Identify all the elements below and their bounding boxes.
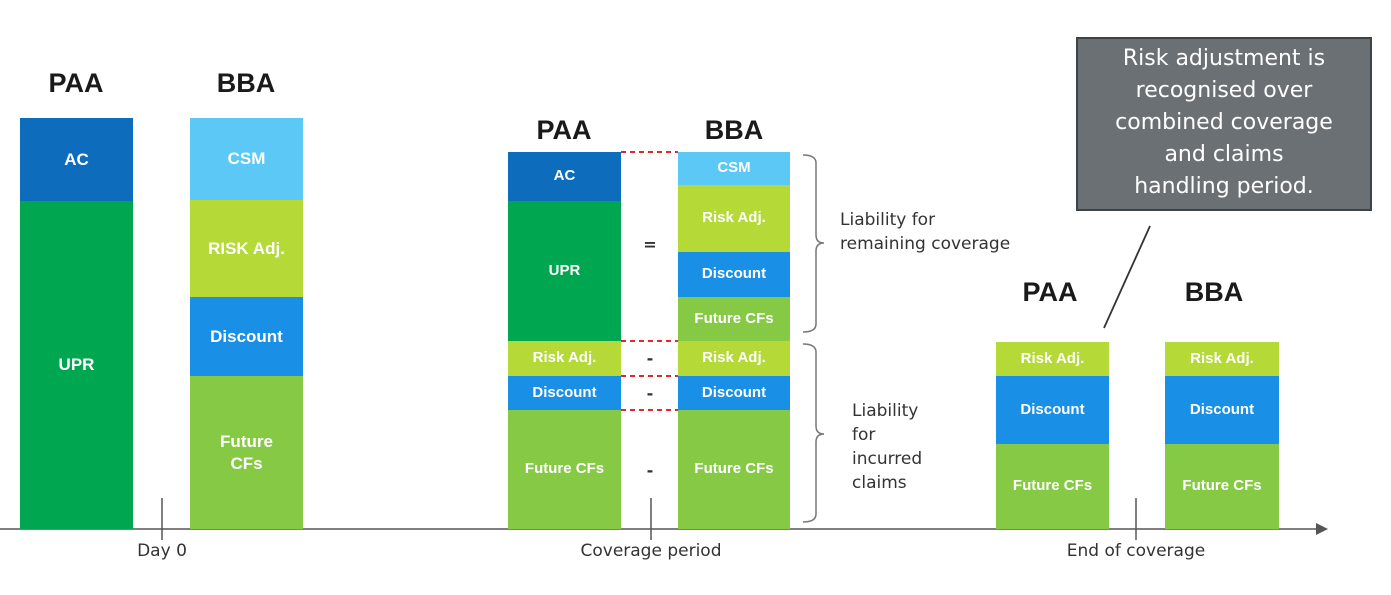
equal-sign: = (643, 235, 657, 254)
callout-line2: recognised over (1135, 78, 1313, 103)
timeline-label-day0: Day 0 (137, 541, 187, 561)
block-discount: Discount (190, 297, 303, 376)
bracket-incurred-claims (802, 343, 825, 523)
label-incurred-claims: Liability for incurred claims (852, 399, 922, 495)
label-incurred-claims-line3: incurred (852, 449, 923, 469)
header-bba-end: BBA (1184, 277, 1244, 307)
block-discount: Discount (1165, 376, 1279, 444)
risk-adjustment-callout: Risk adjustment is recognised over combi… (1076, 37, 1372, 211)
block-risk-adj: Risk Adj. (678, 185, 790, 252)
callout-line4: and claims (1164, 142, 1284, 167)
bracket-remaining-coverage (802, 154, 825, 333)
block-future-cfs-line1: Future (220, 432, 273, 452)
block-future-cfs: Future CFs (1165, 444, 1279, 529)
timeline-label-coverage: Coverage period (580, 541, 722, 561)
timeline-label-end: End of coverage (1066, 541, 1206, 561)
callout-line3: combined coverage (1115, 110, 1333, 135)
block-csm: CSM (678, 152, 790, 185)
minus-sign: - (646, 461, 654, 480)
block-discount: Discount (678, 252, 790, 297)
label-incurred-claims-line2: for (852, 425, 876, 445)
block-future-cfs: Future CFs (508, 410, 621, 529)
callout-pointer (1103, 225, 1151, 329)
header-bba-day0: BBA (216, 68, 276, 98)
label-remaining-coverage-line2: remaining coverage (840, 234, 1011, 254)
header-paa-coverage: PAA (536, 115, 592, 145)
block-discount: Discount (678, 376, 790, 410)
block-ac: AC (20, 118, 133, 201)
label-remaining-coverage-line1: Liability for (840, 210, 936, 230)
label-remaining-coverage: Liability for remaining coverage (840, 208, 1010, 256)
block-risk-adj: Risk Adj. (508, 341, 621, 376)
minus-sign: - (646, 384, 654, 403)
block-ac: AC (508, 152, 621, 201)
minus-sign: - (646, 349, 654, 368)
block-discount: Discount (996, 376, 1109, 444)
label-incurred-claims-line4: claims (852, 473, 907, 493)
block-csm: CSM (190, 118, 303, 200)
block-future-cfs-line2: CFs (230, 453, 263, 473)
header-paa-end: PAA (1022, 277, 1078, 307)
callout-line5: handling period. (1134, 174, 1314, 199)
block-future-cfs: Future CFs (678, 297, 790, 341)
header-paa-day0: PAA (48, 68, 104, 98)
header-bba-coverage: BBA (704, 115, 764, 145)
block-upr: UPR (20, 201, 133, 529)
block-risk-adj: Risk Adj. (996, 342, 1109, 376)
callout-line1: Risk adjustment is (1122, 46, 1326, 71)
label-incurred-claims-line1: Liability (852, 401, 919, 421)
block-discount: Discount (508, 376, 621, 410)
block-future-cfs: Future CFs (190, 376, 303, 529)
timeline-arrowhead (1316, 523, 1328, 535)
block-risk-adj: RISK Adj. (190, 200, 303, 297)
block-future-cfs: Future CFs (996, 444, 1109, 529)
block-risk-adj: Risk Adj. (678, 341, 790, 376)
block-future-cfs: Future CFs (678, 410, 790, 529)
block-risk-adj: Risk Adj. (1165, 342, 1279, 376)
block-upr: UPR (508, 201, 621, 341)
